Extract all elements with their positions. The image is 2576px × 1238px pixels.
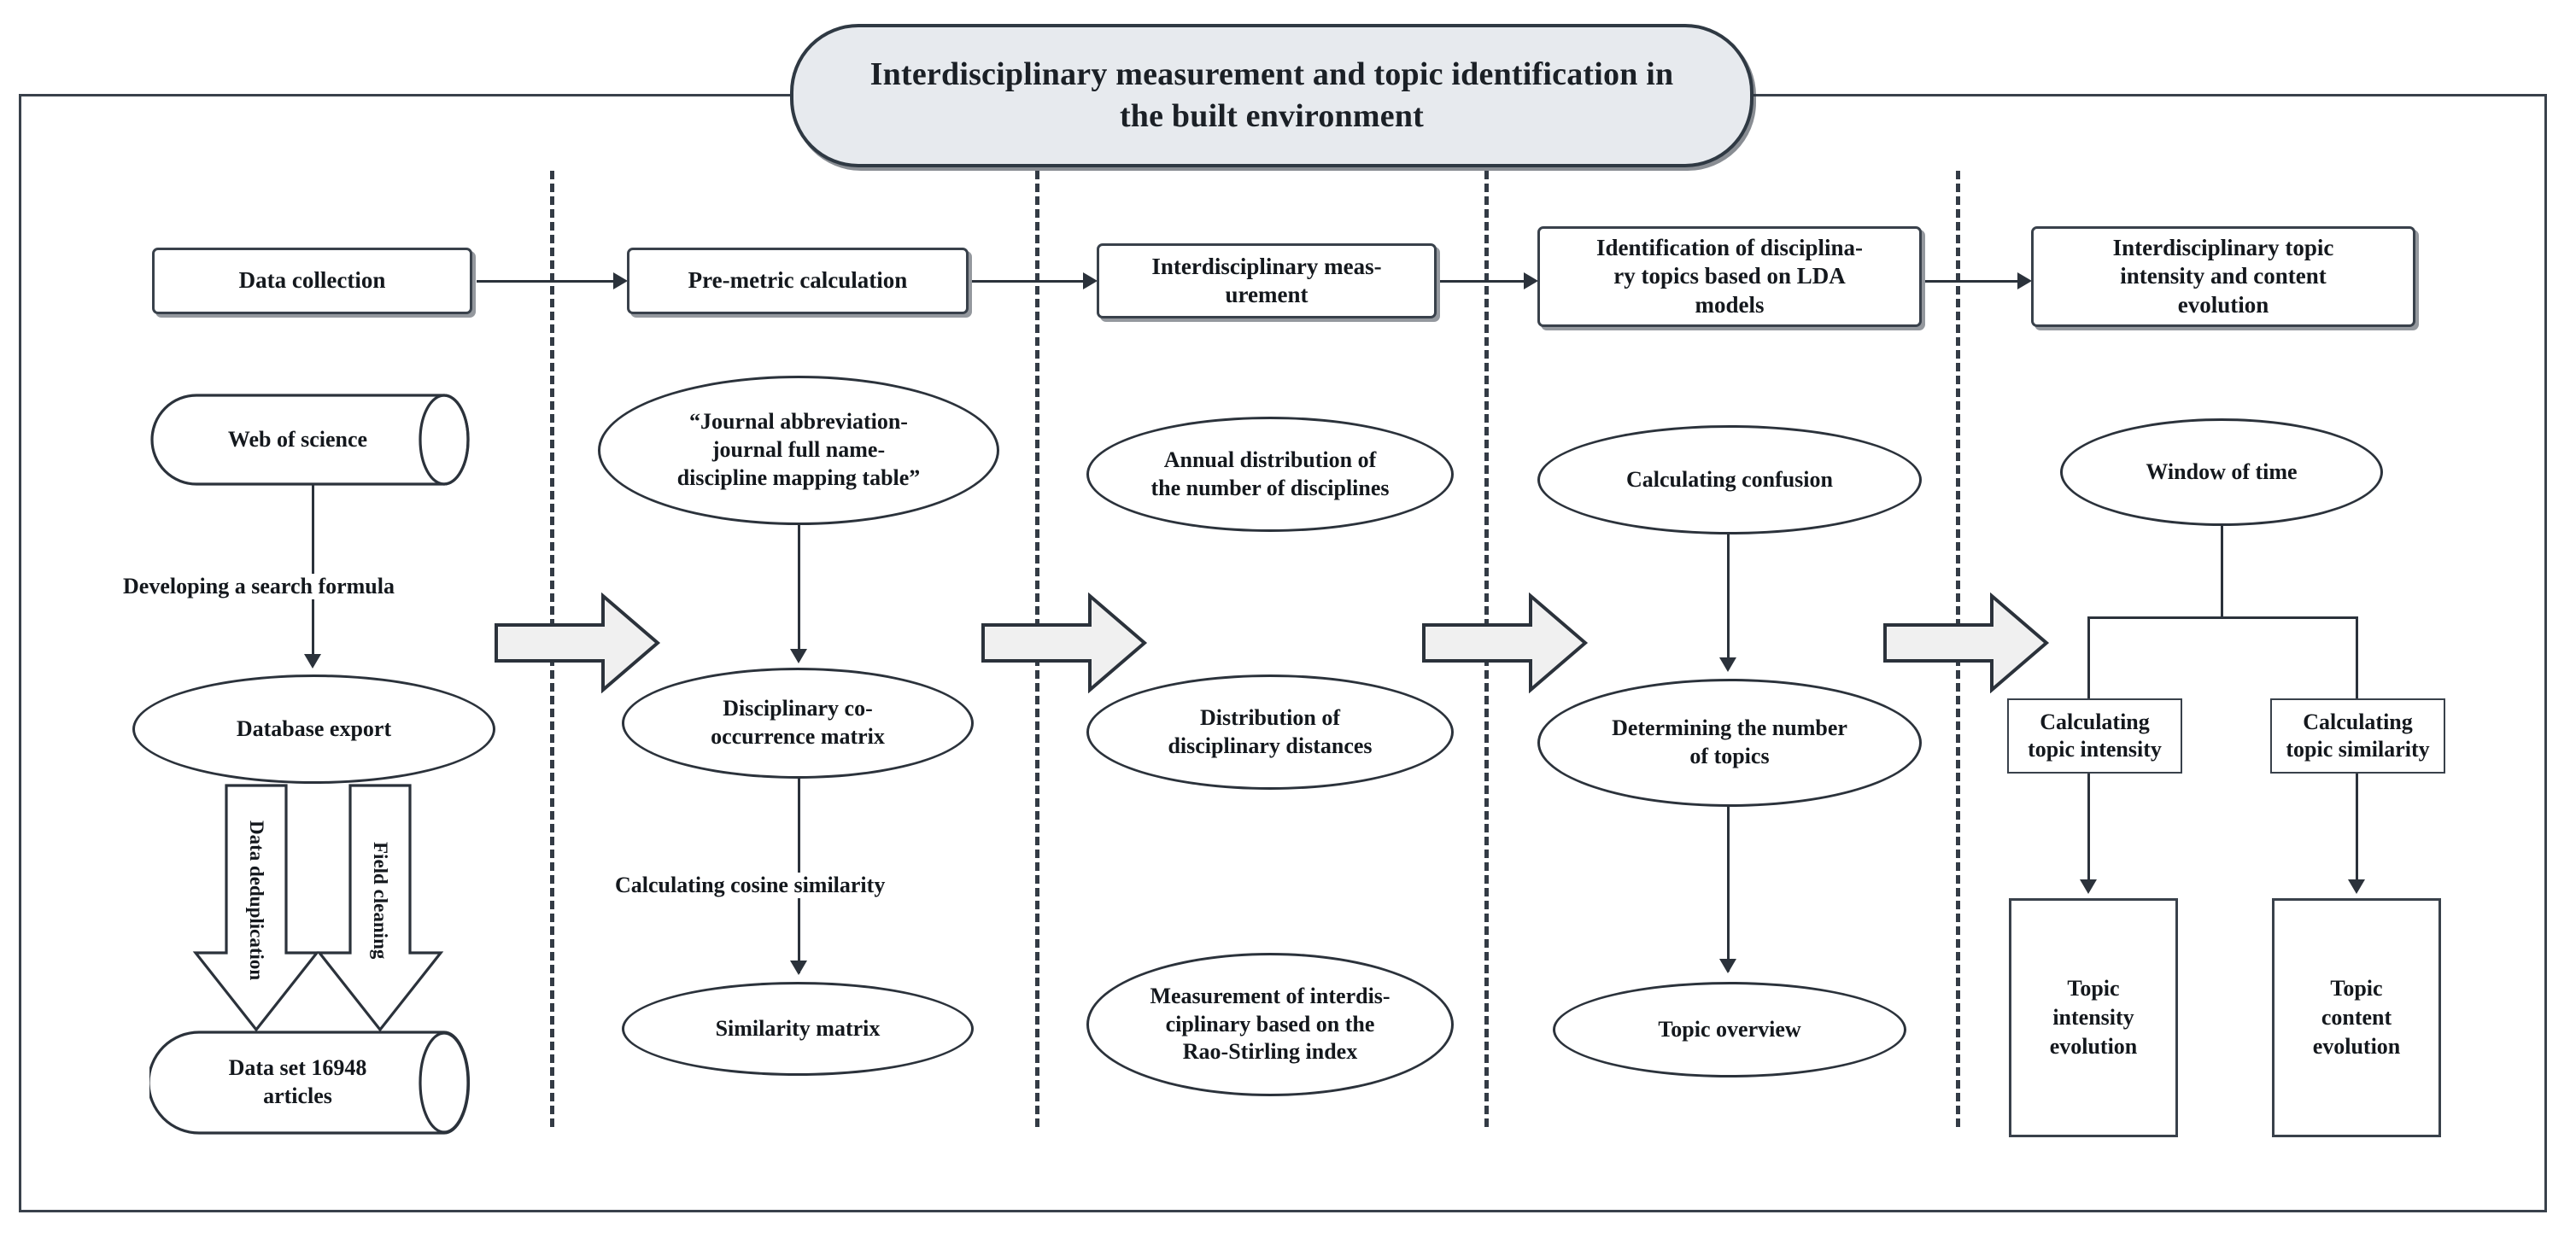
stage-label: Interdisciplinary meas- urement <box>1151 253 1382 307</box>
stage-box-topic-evolution[interactable]: Interdisciplinary topic intensity and co… <box>2031 226 2415 327</box>
stage-label: Pre-metric calculation <box>688 267 908 294</box>
arrowhead-dbexport <box>304 654 321 669</box>
arrowhead-numtopics <box>1719 657 1736 672</box>
ellipse-label: Topic overview <box>1658 1016 1801 1042</box>
connector-confusion-to-numtopics <box>1727 533 1730 669</box>
cylinder-shape <box>149 1031 471 1135</box>
stage-label: Data collection <box>238 267 386 294</box>
edge-label-cosine-similarity: Calculating cosine similarity <box>612 873 889 898</box>
diagram-title-capsule: Interdisciplinary measurement and topic … <box>790 24 1753 167</box>
ellipse-mapping-table[interactable]: “Journal abbreviation- journal full name… <box>598 376 999 525</box>
block-arrow-phase-3-to-4 <box>1421 592 1589 694</box>
page-title: Interdisciplinary measurement and topic … <box>869 56 1674 134</box>
ellipse-label: Disciplinary co- occurrence matrix <box>711 696 885 749</box>
cylinder-label: Web of science <box>227 426 368 452</box>
arrowhead-topic-overview <box>1719 959 1736 973</box>
connector-similarity-to-content <box>2356 772 2358 891</box>
box-label: Calculating topic similarity <box>2286 709 2430 762</box>
right-block-arrow-shape <box>981 592 1148 694</box>
connector-stage2-stage3 <box>972 280 1085 283</box>
connector-numtopics-to-overview <box>1727 805 1730 972</box>
block-arrow-field-cleaning: Field cleaning <box>316 784 444 1032</box>
cylinder-dataset[interactable]: Data set 16948 articles <box>149 1030 477 1136</box>
ellipse-label: Measurement of interdis- ciplinary based… <box>1150 983 1390 1065</box>
stage-box-pre-metric[interactable]: Pre-metric calculation <box>627 248 969 314</box>
block-arrow-data-deduplication: Data deduplication <box>192 784 320 1032</box>
cylinder-web-of-science[interactable]: Web of science <box>149 393 477 487</box>
block-arrow-label-wrap: Data deduplication <box>192 784 320 1031</box>
connector-window-branch-bar <box>2087 616 2357 619</box>
arrowhead-stage3 <box>1083 272 1098 289</box>
connector-window-trunk <box>2221 524 2223 618</box>
stage-box-interdisciplinary-measurement[interactable]: Interdisciplinary meas- urement <box>1097 243 1437 318</box>
connector-stage1-stage2 <box>477 280 615 283</box>
ellipse-label: Window of time <box>2146 458 2298 484</box>
box-topic-intensity-evolution[interactable]: Topic intensity evolution <box>2009 898 2178 1137</box>
connector-stage4-stage5 <box>1925 280 2019 283</box>
box-calculating-topic-similarity[interactable]: Calculating topic similarity <box>2270 698 2445 774</box>
connector-stage3-stage4 <box>1440 280 1525 283</box>
box-calculating-topic-intensity[interactable]: Calculating topic intensity <box>2007 698 2182 774</box>
down-block-arrow-shape <box>316 784 444 1032</box>
connector-branch-right <box>2356 616 2358 700</box>
ellipse-label: Annual distribution of the number of dis… <box>1150 447 1390 500</box>
right-block-arrow-shape <box>1883 592 2050 694</box>
right-block-arrow-shape <box>1422 592 1589 694</box>
arrowhead-stage4 <box>1524 272 1538 289</box>
cylinder-label: Data set 16948 articles <box>228 1055 367 1108</box>
block-arrow-label-wrap: Field cleaning <box>316 784 444 1031</box>
block-arrow-phase-2-to-3 <box>981 592 1148 694</box>
ellipse-label: Distribution of disciplinary distances <box>1168 704 1373 758</box>
ellipse-label: Determining the number of topics <box>1612 715 1847 768</box>
box-label: Topic content evolution <box>2312 976 2401 1059</box>
arrowhead-intensity-evolution <box>2080 879 2097 894</box>
ellipse-cooccurrence-matrix[interactable]: Disciplinary co- occurrence matrix <box>622 668 974 779</box>
right-block-arrow-shape <box>495 592 661 694</box>
ellipse-similarity-matrix[interactable]: Similarity matrix <box>622 982 974 1076</box>
ellipse-label: Database export <box>236 715 392 741</box>
stage-label: Interdisciplinary topic intensity and co… <box>2112 234 2334 318</box>
connector-intensity-to-evolution <box>2087 772 2090 891</box>
stage-box-data-collection[interactable]: Data collection <box>152 248 472 314</box>
box-label: Topic intensity evolution <box>2049 976 2138 1059</box>
edge-label-search-formula: Developing a search formula <box>120 574 398 599</box>
ellipse-disciplinary-distances[interactable]: Distribution of disciplinary distances <box>1086 674 1454 790</box>
down-block-arrow-shape <box>192 784 320 1032</box>
block-arrow-label: Data deduplication <box>246 820 267 981</box>
connector-branch-left <box>2087 616 2090 700</box>
arrowhead-content-evolution <box>2348 879 2365 894</box>
ellipse-label: “Journal abbreviation- journal full name… <box>676 409 921 490</box>
arrowhead-stage2 <box>613 272 628 289</box>
connector-mapping-to-cooccurrence <box>798 524 800 661</box>
stage-box-lda-topics[interactable]: Identification of disciplina- ry topics … <box>1537 226 1922 327</box>
ellipse-determining-topics[interactable]: Determining the number of topics <box>1537 679 1922 807</box>
ellipse-annual-distribution[interactable]: Annual distribution of the number of dis… <box>1086 417 1454 532</box>
cylinder-shape <box>150 394 470 486</box>
arrowhead-cooccurrence <box>790 649 807 663</box>
ellipse-window-of-time[interactable]: Window of time <box>2060 418 2383 526</box>
ellipse-database-export[interactable]: Database export <box>132 674 495 784</box>
arrowhead-stage5 <box>2017 272 2032 289</box>
stage-label: Identification of disciplina- ry topics … <box>1595 234 1864 318</box>
arrowhead-similarity-matrix <box>790 961 807 975</box>
ellipse-calculating-confusion[interactable]: Calculating confusion <box>1537 425 1922 534</box>
box-topic-content-evolution[interactable]: Topic content evolution <box>2272 898 2441 1137</box>
block-arrow-phase-1-to-2 <box>494 592 661 694</box>
ellipse-topic-overview[interactable]: Topic overview <box>1553 982 1906 1077</box>
block-arrow-label: Field cleaning <box>370 842 391 960</box>
ellipse-label: Calculating confusion <box>1626 466 1833 492</box>
box-label: Calculating topic intensity <box>2028 709 2162 762</box>
block-arrow-phase-4-to-5 <box>1882 592 2050 694</box>
ellipse-rao-stirling[interactable]: Measurement of interdis- ciplinary based… <box>1086 953 1454 1096</box>
ellipse-label: Similarity matrix <box>715 1015 881 1041</box>
